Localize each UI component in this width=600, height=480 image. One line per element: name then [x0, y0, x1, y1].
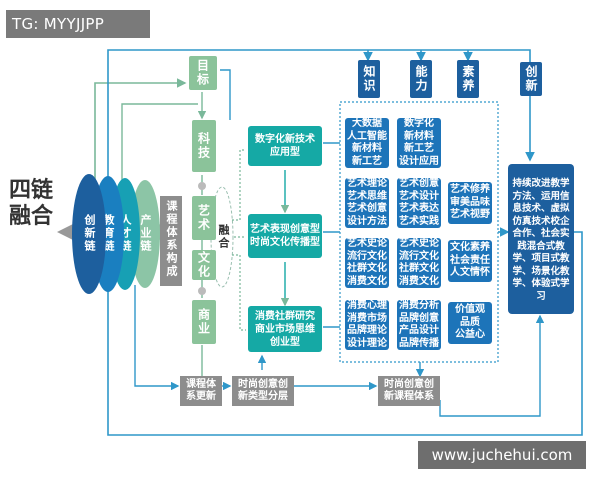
ability-cell-2: 艺术创意 艺术设计 艺术表达 艺术实践: [397, 178, 441, 228]
ability-cell-1: 数字化 新材料 新工艺 设计应用: [397, 118, 441, 168]
course-system-label: 课程体系构成: [165, 200, 178, 278]
watermark-top-label: TG: MYYJJPP: [6, 10, 150, 38]
type-box-consumer: 消费社群研究 商业市场思维 创业型: [248, 306, 322, 352]
course-system-label-box: 课程体系构成: [160, 196, 182, 286]
literacy-cell-3: 价值观 品质 公益心: [448, 302, 492, 344]
course-item-business: 商业: [192, 300, 216, 344]
link-dot: [198, 182, 206, 190]
knowledge-cell-2: 艺术理论 艺术思维 艺术创意 设计方法: [345, 178, 389, 228]
type-box-digital: 数字化新技术 应用型: [248, 126, 322, 166]
fusion-title: 四链融合: [8, 178, 53, 229]
chain-ellipse-innovation: 创新链: [72, 174, 106, 294]
header-literacy: 素养: [457, 60, 479, 98]
fusion-label: 融合: [217, 224, 230, 250]
innovation-method-box: 持续改进教学方法、运用信息技术、虚拟仿真技术校企合作、社会实践混合式教学、项目式…: [508, 164, 574, 314]
knowledge-cell-4: 消费心理 消费市场 品牌理论 设计理论: [345, 300, 389, 350]
watermark-url-label: www.juchehui.com: [418, 441, 586, 469]
course-item-art: 艺术: [192, 196, 216, 240]
literacy-cell-1: 艺术修养 审美品味 艺术视野: [448, 182, 492, 224]
course-item-culture: 文化: [192, 250, 216, 280]
header-knowledge: 知识: [358, 60, 380, 98]
course-update-box: 课程体系更新: [180, 376, 222, 406]
header-innovation: 创新: [520, 62, 542, 96]
knowledge-cell-3: 艺术史论 流行文化 社群文化 消费文化: [345, 238, 389, 288]
knowledge-cell-1: 大数据 人工智能 新材料 新工艺: [345, 118, 389, 168]
target-box: 目标: [189, 56, 217, 90]
ability-cell-3: 艺术史论 流行文化 社群文化 消费文化: [397, 238, 441, 288]
type-box-artistic: 艺术表现创意型 时尚文化传播型: [248, 214, 322, 258]
header-ability: 能力: [410, 60, 432, 98]
course-item-tech: 科技: [192, 120, 216, 172]
chain-label-innovation: 创新链: [83, 213, 96, 253]
ability-cell-4: 消费分析 品牌创意 产品设计 品牌传播: [397, 300, 441, 350]
chain-label-industry: 产业链: [139, 213, 152, 253]
link-dot: [198, 287, 206, 295]
literacy-cell-2: 文化素养 社会责任 人文情怀: [448, 240, 492, 282]
innovation-layering-box: 时尚创意创新类型分层: [232, 376, 294, 406]
innovation-curriculum-box: 时尚创意创新课程体系: [378, 376, 440, 406]
